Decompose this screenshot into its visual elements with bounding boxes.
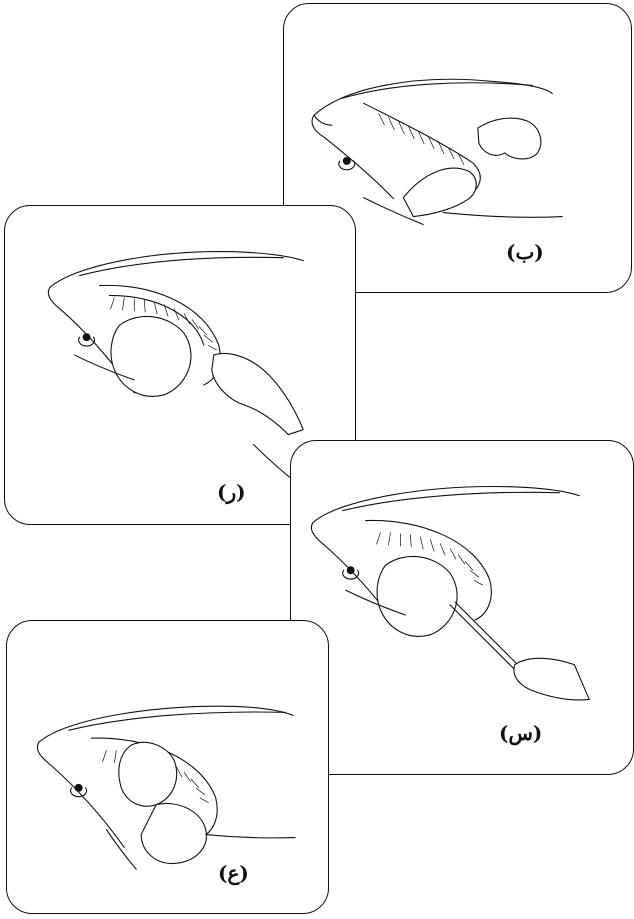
panel-step-3: (س): [290, 440, 634, 775]
panel-label: (س): [499, 721, 542, 745]
panel-label: (ب): [506, 240, 544, 264]
fish-gill-removal-illustration: [291, 441, 633, 774]
panel-label: (ع): [218, 861, 249, 885]
panel-step-4: (ع): [6, 620, 329, 914]
panel-label: (ر): [217, 480, 246, 504]
fish-gill-removal-illustration: [7, 621, 328, 913]
